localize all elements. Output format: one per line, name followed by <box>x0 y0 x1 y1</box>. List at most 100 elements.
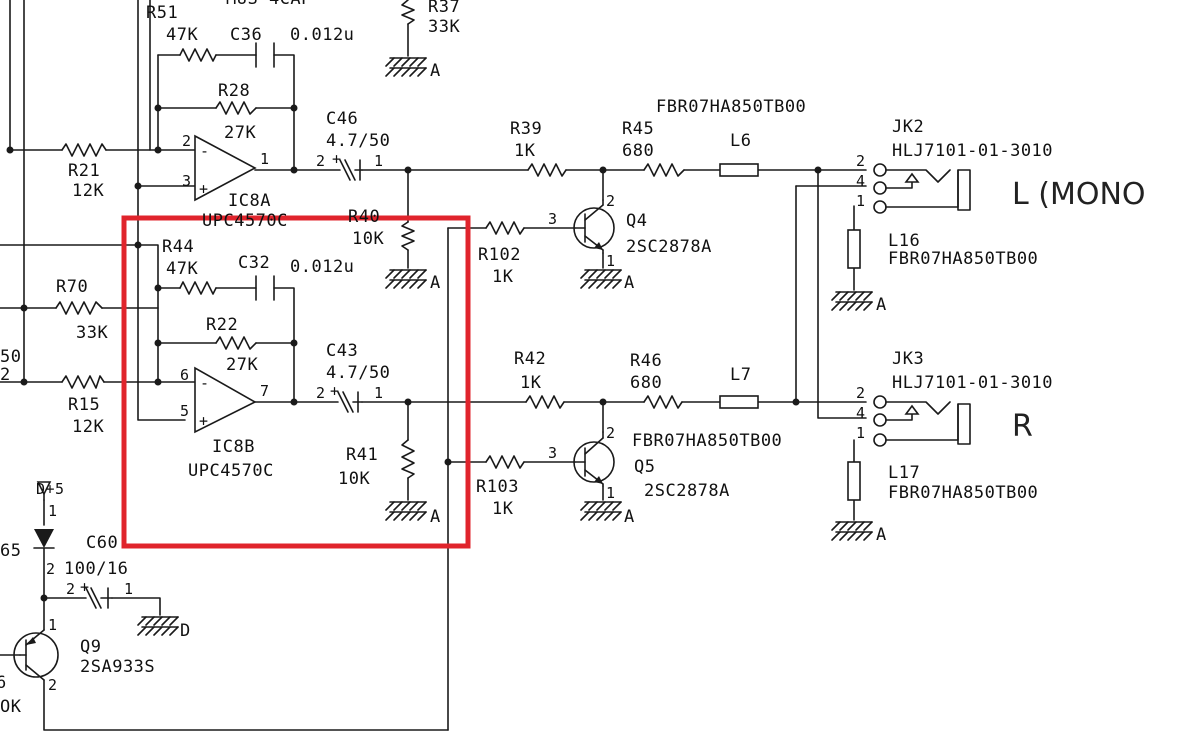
label-ic8a-plus: + <box>199 180 209 198</box>
label-gnd: A <box>430 507 441 527</box>
opamp-ic8a <box>194 134 257 202</box>
label-r46: R46 <box>630 351 662 371</box>
opamp-ic8b <box>194 366 257 434</box>
label-l17: L17 <box>888 463 920 483</box>
label-r15-val: 12K <box>72 417 104 437</box>
label-fb-mid: FBR07HA850TB00 <box>632 431 782 451</box>
label-q5-pin1: 1 <box>606 484 616 502</box>
label-r15: R15 <box>68 395 100 415</box>
label-q5-pin3: 3 <box>548 444 558 462</box>
label-c60-val: 100/16 <box>64 559 128 579</box>
label-r22: R22 <box>206 315 238 335</box>
label-q4-pin2: 2 <box>606 192 616 210</box>
label-r51-val: 47K <box>166 25 198 45</box>
label-ic8b-minus: - <box>200 374 210 392</box>
label-r46-val: 680 <box>630 373 662 393</box>
label-r21-val: 12K <box>72 181 104 201</box>
resistor-r42 <box>525 395 565 409</box>
label-d-pin1: 1 <box>48 502 58 520</box>
label-top-cut: MUS-4CAP <box>226 0 312 9</box>
label-jk3-pin4: 4 <box>856 404 866 422</box>
label-c43-pin2: 2 <box>316 384 326 402</box>
resistor-r44 <box>179 281 217 295</box>
inductor-l7 <box>719 395 759 409</box>
label-r39: R39 <box>510 119 542 139</box>
jack-jk2 <box>873 163 971 214</box>
label-q4-pin3: 3 <box>548 210 558 228</box>
inductor-l16 <box>847 229 861 269</box>
label-c43-plus: + <box>330 382 340 400</box>
label-r40: R40 <box>348 207 380 227</box>
label-gnd: A <box>624 273 635 293</box>
label-gnd: A <box>876 295 887 315</box>
label-c60-pin2: 2 <box>66 580 76 598</box>
label-q5-pin2: 2 <box>606 424 616 442</box>
label-c46-pin1: 1 <box>374 152 384 170</box>
label-c36-val: 0.012u <box>290 25 354 45</box>
label-q9-part: 2SA933S <box>80 657 155 677</box>
label-r41-val: 10K <box>338 469 370 489</box>
label-c46-pin2: 2 <box>316 152 326 170</box>
label-r103: R103 <box>476 477 519 497</box>
label-q9-pin2: 2 <box>48 676 58 694</box>
label-r-cut-2: 2 <box>0 365 11 385</box>
label-r70-val: 33K <box>76 323 108 343</box>
label-fb-top: FBR07HA850TB00 <box>656 97 806 117</box>
text-labels: MUS-4CAP R37 33K A R51 47K C36 0.012u R2… <box>0 0 1146 717</box>
label-r70: R70 <box>56 277 88 297</box>
resistor-r15 <box>61 375 105 389</box>
resistor-r37 <box>401 0 415 25</box>
label-gnd-d: D <box>180 621 191 641</box>
resistors <box>55 0 685 479</box>
label-jk3: JK3 <box>892 349 924 369</box>
diode-d-plus5 <box>33 481 55 549</box>
label-gnd: A <box>624 507 635 527</box>
label-r-cut-ok: OK <box>0 697 22 717</box>
label-jk2-pin2: 2 <box>856 152 866 170</box>
label-ic8a-pin3: 3 <box>182 172 192 190</box>
label-r-cut-6: 6 <box>0 673 7 693</box>
label-c60-plus: + <box>80 578 90 596</box>
label-channel-left: L (MONO <box>1012 177 1146 212</box>
label-d65-cut: 65 <box>0 541 21 561</box>
label-gnd: A <box>876 525 887 545</box>
label-ic8a-pin2: 2 <box>182 132 192 150</box>
opamps <box>194 134 257 434</box>
resistor-r46 <box>643 395 683 409</box>
label-c36: C36 <box>230 25 262 45</box>
label-q5-part: 2SC2878A <box>644 481 730 501</box>
label-jk2: JK2 <box>892 117 924 137</box>
label-r51: R51 <box>146 3 178 23</box>
label-ic8b-pin5: 5 <box>180 402 190 420</box>
capacitors <box>85 42 363 609</box>
label-r45-val: 680 <box>622 141 654 161</box>
label-r28: R28 <box>218 81 250 101</box>
resistor-r22 <box>215 336 257 350</box>
label-q4-part: 2SC2878A <box>626 237 712 257</box>
label-ic8a-pin1: 1 <box>260 150 270 168</box>
transistor-q9 <box>13 629 59 681</box>
label-r42-val: 1K <box>520 373 542 393</box>
resistor-r28 <box>215 101 257 115</box>
transistor-q5 <box>573 431 615 487</box>
inductor-l6 <box>719 163 759 177</box>
resistor-r102 <box>485 221 525 235</box>
resistor-r39 <box>527 163 567 177</box>
resistor-r51 <box>179 48 217 62</box>
label-d-plus5: D+5 <box>36 480 65 498</box>
label-q4-pin1: 1 <box>606 252 616 270</box>
label-l6: L6 <box>730 131 751 151</box>
label-jk2-part: HLJ7101-01-3010 <box>892 141 1053 161</box>
label-r102-val: 1K <box>492 267 514 287</box>
label-l16: L16 <box>888 231 920 251</box>
label-r45: R45 <box>622 119 654 139</box>
capacitor-c32 <box>255 275 275 301</box>
inductors <box>719 163 861 501</box>
label-ic8a: IC8A <box>228 191 271 211</box>
label-q5: Q5 <box>634 457 655 477</box>
label-ic8b-pin7: 7 <box>260 382 270 400</box>
label-r-cut-50: 50 <box>0 347 21 367</box>
label-q9-pin1: 1 <box>48 616 58 634</box>
label-c32: C32 <box>238 253 270 273</box>
